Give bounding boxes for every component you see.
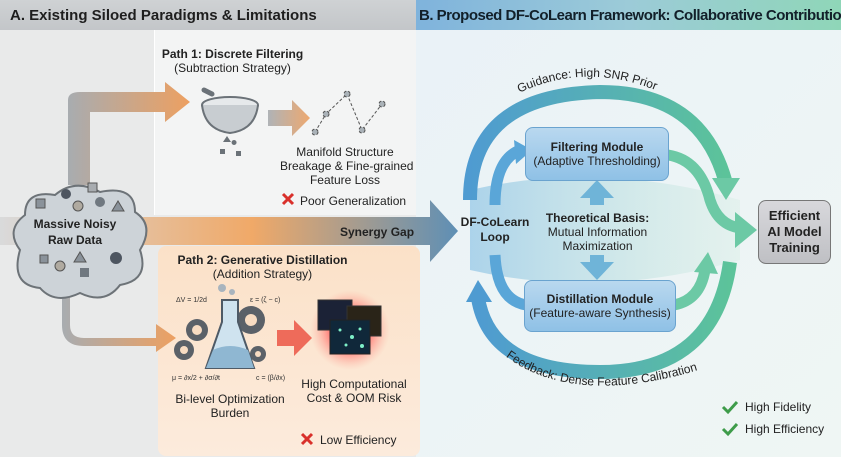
x-icon-path2 [300, 432, 314, 446]
theory-line: Maximization [562, 239, 633, 253]
loop-to-distill-arrow [489, 254, 528, 311]
flask-gears-icon: ΔV = 1/2d ε = (ζ − c) μ = ∂x/2 + ∂σ/∂t c =… [172, 284, 285, 382]
distillation-output-arrow [277, 320, 312, 356]
path1-arrow [68, 82, 190, 185]
theory-to-distill-arrow [580, 255, 614, 280]
path1-heading: Path 1: Discrete Filtering (Subtraction … [160, 47, 305, 75]
broken-manifold-icon [311, 90, 386, 136]
path2-burden-line: Burden [210, 406, 250, 420]
output-line: Efficient [768, 208, 821, 223]
source-line1: Massive Noisy [33, 217, 117, 231]
source-label: Massive Noisy Raw Data [20, 216, 130, 248]
loop-line2: Loop [480, 230, 510, 244]
benefit-fidelity: High Fidelity [745, 400, 812, 414]
panel-b-title: B. Proposed DF-CoLearn Framework: Collab… [416, 0, 841, 30]
svg-text:ε = (ζ − c): ε = (ζ − c) [250, 297, 280, 304]
path1-limitation: Poor Generalization [300, 194, 407, 208]
distill-to-output-arrow [672, 268, 711, 311]
output-box: Efficient AI Model Training [758, 200, 831, 264]
distillation-module: Distillation Module (Feature-aware Synth… [524, 280, 676, 332]
path2-arrow [62, 295, 176, 352]
synergy-gap-arrow [0, 200, 458, 262]
benefit-efficiency: High Efficiency [745, 422, 825, 436]
path2-burden: Bi-level Optimization Burden [168, 392, 292, 420]
path1-result: Manifold Structure Breakage & Fine-grain… [280, 145, 414, 187]
path2-limitation: Low Efficiency [320, 433, 397, 447]
loop-line1: DF-CoLearn [460, 215, 530, 229]
synthetic-images-icon [310, 290, 390, 370]
synergy-gap-label: Synergy Gap [340, 225, 415, 239]
svg-text:μ = ∂x/2 + ∂σ/∂t: μ = ∂x/2 + ∂σ/∂t [172, 375, 220, 382]
path2-heading: Path 2: Generative Distillation (Additio… [175, 253, 350, 281]
path2-result: High Computational Cost & OOM Risk [296, 377, 412, 405]
path2-burden-line: Bi-level Optimization [175, 392, 285, 406]
filtering-output-arrow [268, 100, 310, 136]
path1-subtitle: (Subtraction Strategy) [174, 61, 291, 75]
guidance-arrow [463, 84, 732, 201]
distillation-subtitle: (Feature-aware Synthesis) [529, 306, 671, 320]
path1-result-line: Feature Loss [309, 173, 381, 187]
theory-line: Mutual Information [547, 225, 648, 239]
path2-result-line: High Computational [301, 377, 407, 391]
noisy-data-cloud-icon [12, 182, 148, 299]
path1-result-line: Breakage & Fine-grained [280, 159, 414, 173]
path2-title: Path 2: Generative Distillation [177, 253, 348, 267]
svg-text:ΔV = 1/2d: ΔV = 1/2d [176, 297, 207, 304]
filtering-module: Filtering Module (Adaptive Thresholding) [525, 127, 669, 181]
loop-label: DF-CoLearn Loop [460, 215, 530, 245]
x-icon-path1 [281, 192, 295, 206]
filter-to-output-arrow [666, 149, 742, 234]
source-line2: Raw Data [47, 233, 103, 247]
theory-label: Theoretical Basis: Mutual Information Ma… [540, 211, 655, 253]
panel-a-title: A. Existing Siloed Paradigms & Limitatio… [0, 0, 416, 30]
theory-title: Theoretical Basis: [545, 211, 650, 225]
check-icon-fidelity [721, 400, 739, 415]
feedback-arrow [471, 261, 737, 380]
path2-subtitle: (Addition Strategy) [212, 267, 313, 281]
filtering-title: Filtering Module [550, 140, 644, 154]
path2-result-line: Cost & OOM Risk [306, 391, 402, 405]
distillation-title: Distillation Module [546, 292, 654, 306]
mutual-information-band [470, 177, 740, 283]
output-line: AI Model [767, 224, 822, 239]
output-line: Training [769, 240, 820, 255]
path1-title: Path 1: Discrete Filtering [161, 47, 304, 61]
filtering-subtitle: (Adaptive Thresholding) [533, 154, 661, 168]
strainer-icon [201, 87, 259, 156]
check-icon-efficiency [721, 422, 739, 437]
path1-result-line: Manifold Structure [296, 145, 394, 159]
svg-text:c = (β/∂x): c = (β/∂x) [256, 375, 285, 382]
theory-to-filter-arrow [580, 180, 614, 205]
